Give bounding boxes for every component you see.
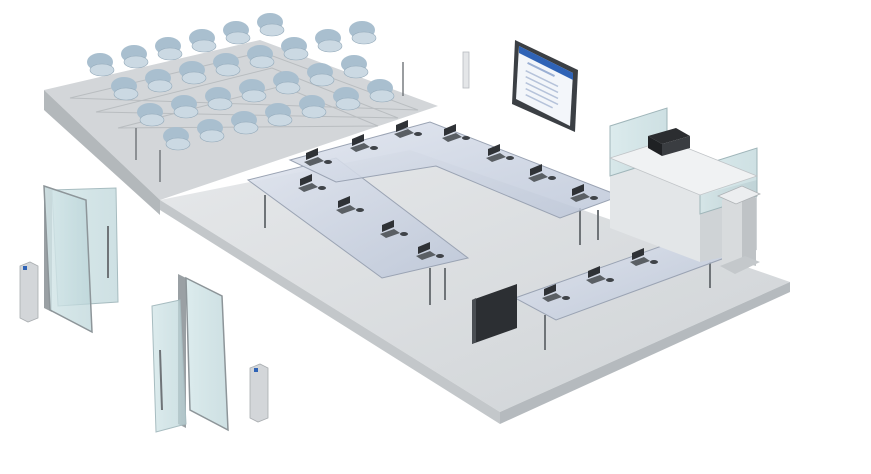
floor-monitor — [472, 284, 517, 344]
seat-icon — [145, 69, 173, 93]
delegate-unit-icon — [570, 184, 598, 202]
seat-icon — [163, 127, 191, 151]
seat-icon — [223, 21, 251, 45]
access-pillar-right — [249, 363, 269, 423]
tiered-seating — [44, 13, 438, 215]
wall-display — [512, 40, 578, 132]
seat-icon — [213, 53, 241, 77]
delegate-unit-icon — [350, 134, 378, 152]
seat-group — [87, 13, 395, 151]
delegate-unit-icon — [394, 120, 422, 138]
seat-icon — [299, 95, 327, 119]
seat-icon — [307, 63, 335, 87]
delegate-unit-icon — [298, 174, 326, 192]
seat-icon — [265, 103, 293, 127]
seat-icon — [121, 45, 149, 69]
seat-icon — [111, 77, 139, 101]
seat-icon — [281, 37, 309, 61]
seat-icon — [231, 111, 259, 135]
delegate-unit-icon — [304, 148, 332, 166]
wall-sensor — [462, 51, 470, 89]
seat-icon — [189, 29, 217, 53]
seat-icon — [333, 87, 361, 111]
delegate-unit-icon — [486, 144, 514, 162]
delegate-unit-icon — [336, 196, 364, 214]
microphone-stands — [135, 62, 404, 182]
seat-icon — [155, 37, 183, 61]
lectern — [716, 185, 762, 274]
delegate-unit-icon — [630, 248, 658, 266]
seat-icon — [247, 45, 275, 69]
seat-icon — [239, 79, 267, 103]
delegate-unit-icon — [380, 220, 408, 238]
seat-icon — [257, 13, 285, 37]
delegate-unit-icon — [586, 266, 614, 284]
seat-icon — [197, 119, 225, 143]
seat-icon — [171, 95, 199, 119]
u-shaped-conference-table — [246, 120, 732, 350]
seat-icon — [349, 21, 377, 45]
glass-door-left — [43, 184, 119, 334]
seat-icon — [205, 87, 233, 111]
seat-icon — [341, 55, 369, 79]
delegate-unit-icon — [528, 164, 556, 182]
seat-icon — [179, 61, 207, 85]
delegate-unit-icon — [542, 284, 570, 302]
delegate-unit-icon — [416, 242, 444, 260]
access-pillar-left — [19, 261, 39, 323]
seat-icon — [367, 79, 395, 103]
seat-icon — [87, 53, 115, 77]
glass-door-right — [151, 274, 229, 433]
seat-icon — [315, 29, 343, 53]
seat-icon — [137, 103, 165, 127]
seat-icon — [273, 71, 301, 95]
delegate-unit-icon — [442, 124, 470, 142]
